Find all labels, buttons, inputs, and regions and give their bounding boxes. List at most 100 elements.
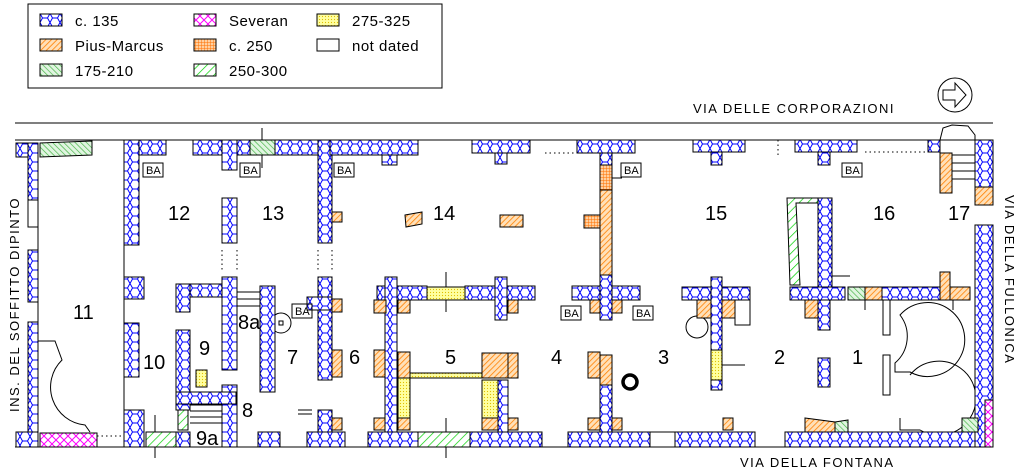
column-base-icon <box>621 373 639 391</box>
wall-c135 <box>927 139 941 153</box>
room-13: 13 <box>262 203 284 225</box>
wall-not-dated <box>649 431 676 448</box>
room-9a: 9a <box>196 428 219 450</box>
wall-pius-marcus <box>373 417 386 431</box>
wall-not-dated <box>882 354 891 396</box>
wall-c135 <box>123 409 145 448</box>
ba-marker-label: BA <box>295 306 310 318</box>
pier-pius-marcus <box>404 211 423 228</box>
room-14: 14 <box>433 203 455 225</box>
street-label-south: VIA DELLA FONTANA <box>740 455 895 470</box>
wall-severan <box>984 399 994 448</box>
wall-pius-marcus <box>331 298 343 313</box>
stairs-8a <box>237 291 260 307</box>
legend-label: Pius-Marcus <box>75 38 164 55</box>
street-label-east: VIA DELLA FULLONICA <box>1002 195 1017 364</box>
wall-pius-marcus <box>587 351 601 379</box>
stairs-8 <box>190 404 225 424</box>
wall-pius-marcus <box>499 214 524 228</box>
pier-pius-marcus <box>804 417 836 433</box>
room-5: 5 <box>445 347 456 369</box>
wall-c135 <box>674 431 756 448</box>
wall-275-325 <box>426 286 466 301</box>
legend-label: c. 135 <box>75 13 119 30</box>
stairs-17 <box>945 154 975 180</box>
room-6: 6 <box>349 347 360 369</box>
legend-label: Severan <box>229 13 288 30</box>
wall-c135 <box>794 139 858 153</box>
wall-pius-marcus <box>331 349 343 378</box>
wall-c135 <box>27 321 39 448</box>
legend-label: 250-300 <box>229 63 288 80</box>
legend-item-pius-marcus: Pius-Marcus <box>39 38 164 55</box>
legend-label: 275-325 <box>352 13 411 30</box>
wall-c135 <box>221 139 238 171</box>
wall-275-325 <box>397 377 411 419</box>
wall-pius-marcus <box>611 417 623 431</box>
wall-pius-marcus <box>804 299 819 319</box>
walls <box>15 139 994 448</box>
wall-c135 <box>221 197 238 244</box>
wall-c135 <box>710 379 723 391</box>
wall-c135 <box>710 276 723 351</box>
wall-severan <box>39 432 98 448</box>
arrow-right-icon <box>937 77 973 113</box>
wall-250-300 <box>786 197 819 286</box>
wall-c250 <box>599 164 613 191</box>
wall-c135 <box>974 224 994 448</box>
wall-pius-marcus <box>589 299 601 314</box>
ba-marker: BA <box>632 305 654 321</box>
ba-marker-label: BA <box>243 165 258 177</box>
wall-c135 <box>817 357 831 388</box>
legend-item-c135: c. 135 <box>39 13 119 30</box>
wall-c135 <box>175 391 237 405</box>
ba-marker: BA <box>291 303 313 319</box>
legend-item-c250: c. 250 <box>193 38 273 55</box>
wall-275-325 <box>481 379 499 419</box>
room-2: 2 <box>774 347 785 369</box>
legend-item-250-300: 250-300 <box>193 63 288 80</box>
wall-pius-marcus <box>331 417 343 431</box>
ba-marker-label: BA <box>624 165 639 177</box>
ba-marker: BA <box>560 305 582 321</box>
room-16: 16 <box>873 203 895 225</box>
wall-175-210 <box>249 139 276 156</box>
room-4: 4 <box>551 347 562 369</box>
ba-marker: BA <box>620 162 642 178</box>
wall-c135 <box>471 139 531 154</box>
room-3: 3 <box>658 347 669 369</box>
wall-c135 <box>367 431 419 448</box>
wall-pius-marcus <box>507 299 519 314</box>
wall-pius-marcus <box>481 417 499 431</box>
room-8a: 8a <box>238 312 261 334</box>
wall-pius-marcus <box>949 286 971 301</box>
apse-outline <box>38 340 91 433</box>
wall-275-325 <box>409 372 483 379</box>
wall-pius-marcus <box>939 152 953 194</box>
wall-pius-marcus <box>939 271 951 301</box>
wall-pius-marcus <box>397 299 411 314</box>
wall-c135 <box>175 283 191 313</box>
wall-c135 <box>123 322 140 378</box>
legend-item-175-210: 175-210 <box>39 63 133 80</box>
room-17: 17 <box>948 203 970 225</box>
wall-175-210 <box>961 417 979 433</box>
wall-175-210 <box>847 286 866 301</box>
wall-c135 <box>974 139 994 188</box>
room-10: 10 <box>143 352 165 374</box>
wall-pius-marcus <box>507 352 519 379</box>
wall-c135 <box>881 286 941 301</box>
room-8: 8 <box>242 400 253 422</box>
wall-not-dated <box>27 199 39 228</box>
wall-c135 <box>175 431 191 448</box>
wall-c135 <box>567 431 651 448</box>
wall-pius-marcus <box>611 299 623 314</box>
legend-label: not dated <box>352 38 419 55</box>
basin-upper <box>894 302 966 377</box>
wall-c250 <box>583 214 601 229</box>
room-7: 7 <box>287 347 298 369</box>
wall-not-dated <box>882 299 891 336</box>
legend-label: c. 250 <box>229 38 273 55</box>
wall-pius-marcus <box>599 189 613 276</box>
ba-marker-label: BA <box>564 308 579 320</box>
